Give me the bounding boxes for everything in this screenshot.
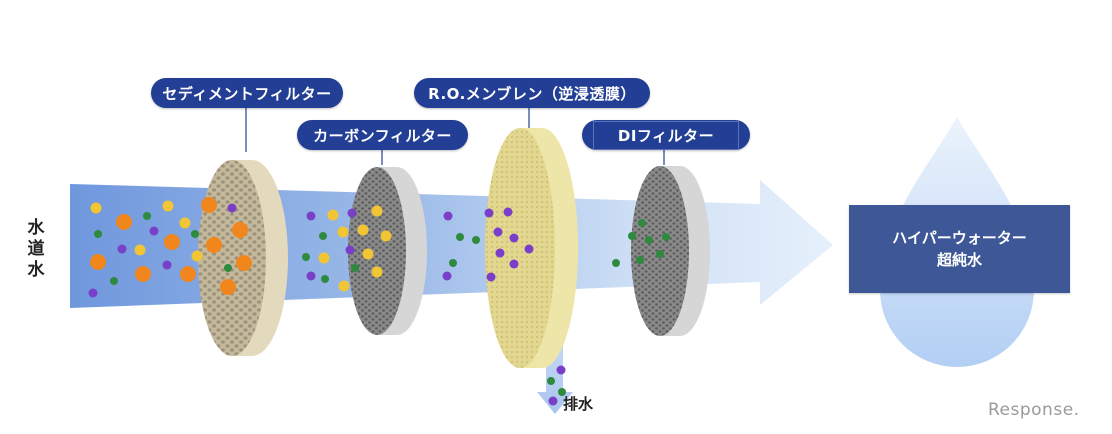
particle-green — [558, 388, 566, 396]
particle-green — [547, 377, 555, 385]
particle-green — [224, 264, 232, 272]
particle-purple — [503, 207, 513, 217]
particle-purple — [149, 226, 159, 236]
drain-label: 排水 — [563, 395, 594, 413]
particle-green — [456, 233, 464, 241]
particle-orange — [164, 234, 180, 250]
particle-green — [351, 264, 359, 272]
particle-green — [656, 250, 664, 258]
watermark-logo: Response. — [988, 400, 1080, 420]
particle-purple — [443, 211, 453, 221]
particle-green — [612, 259, 620, 267]
particle-orange — [180, 266, 196, 282]
particle-purple — [484, 208, 494, 218]
particle-orange — [206, 237, 222, 253]
particle-purple — [495, 248, 505, 258]
particle-green — [662, 233, 670, 241]
particle-purple — [509, 233, 519, 243]
particle-yellow — [338, 280, 350, 292]
particle-green — [645, 236, 653, 244]
particle-green — [628, 232, 636, 240]
particle-green — [302, 253, 310, 261]
particle-green — [321, 275, 329, 283]
particle-purple — [493, 227, 503, 237]
particle-yellow — [371, 205, 383, 217]
water-stream-arrow — [70, 180, 833, 308]
particle-orange — [236, 255, 252, 271]
carbon-filter — [348, 167, 427, 335]
particle-purple — [442, 271, 452, 281]
label-ro-membrane-text: R.O.メンブレン（逆浸透膜） — [428, 84, 636, 103]
particle-orange — [201, 197, 217, 213]
particle-green — [472, 236, 480, 244]
particle-purple — [486, 272, 496, 282]
label-di-filter-text: DIフィルター — [592, 120, 740, 150]
particle-green — [94, 230, 102, 238]
label-sediment-filter-text: セディメントフィルター — [162, 84, 332, 103]
output-box: ハイパーウォーター 超純水 — [849, 205, 1070, 293]
particle-yellow — [318, 252, 330, 264]
particle-purple — [345, 245, 355, 255]
particle-purple — [347, 208, 357, 218]
particle-orange — [135, 266, 151, 282]
particle-purple — [524, 244, 534, 254]
particle-purple — [306, 271, 316, 281]
label-di-filter: DIフィルター — [582, 120, 750, 150]
particle-orange — [90, 254, 106, 270]
particle-purple — [548, 396, 558, 406]
input-label: 水道水 — [26, 218, 46, 281]
particle-yellow — [134, 244, 146, 256]
particle-purple — [162, 260, 172, 270]
label-carbon-filter-text: カーボンフィルター — [313, 126, 452, 145]
particle-yellow — [179, 217, 191, 229]
particle-purple — [117, 244, 127, 254]
particle-green — [449, 259, 457, 267]
label-sediment-filter: セディメントフィルター — [151, 78, 343, 108]
particle-yellow — [191, 250, 203, 262]
particle-yellow — [357, 224, 369, 236]
particle-purple — [88, 288, 98, 298]
output-line1: ハイパーウォーター — [892, 229, 1027, 247]
particle-green — [636, 256, 644, 264]
particle-yellow — [327, 209, 339, 221]
particle-green — [638, 219, 646, 227]
label-ro-membrane: R.O.メンブレン（逆浸透膜） — [414, 78, 650, 108]
output-line2: 超純水 — [936, 251, 982, 269]
particle-orange — [220, 279, 236, 295]
particle-yellow — [90, 202, 102, 214]
particle-purple — [306, 211, 316, 221]
particle-purple — [556, 365, 566, 375]
particle-orange — [232, 222, 248, 238]
particle-purple — [509, 259, 519, 269]
particle-green — [110, 277, 118, 285]
particle-green — [191, 230, 199, 238]
particle-green — [319, 232, 327, 240]
particle-yellow — [371, 266, 383, 278]
particle-yellow — [337, 226, 349, 238]
particle-yellow — [380, 230, 392, 242]
particle-purple — [227, 203, 237, 213]
label-carbon-filter: カーボンフィルター — [297, 120, 468, 150]
input-label-text: 水道水 — [27, 218, 45, 280]
particle-orange — [116, 214, 132, 230]
ro-membrane — [485, 128, 578, 368]
particle-yellow — [162, 200, 174, 212]
particle-yellow — [362, 248, 374, 260]
di-filter — [631, 166, 710, 336]
particles-layer — [88, 197, 670, 406]
particle-green — [143, 212, 151, 220]
